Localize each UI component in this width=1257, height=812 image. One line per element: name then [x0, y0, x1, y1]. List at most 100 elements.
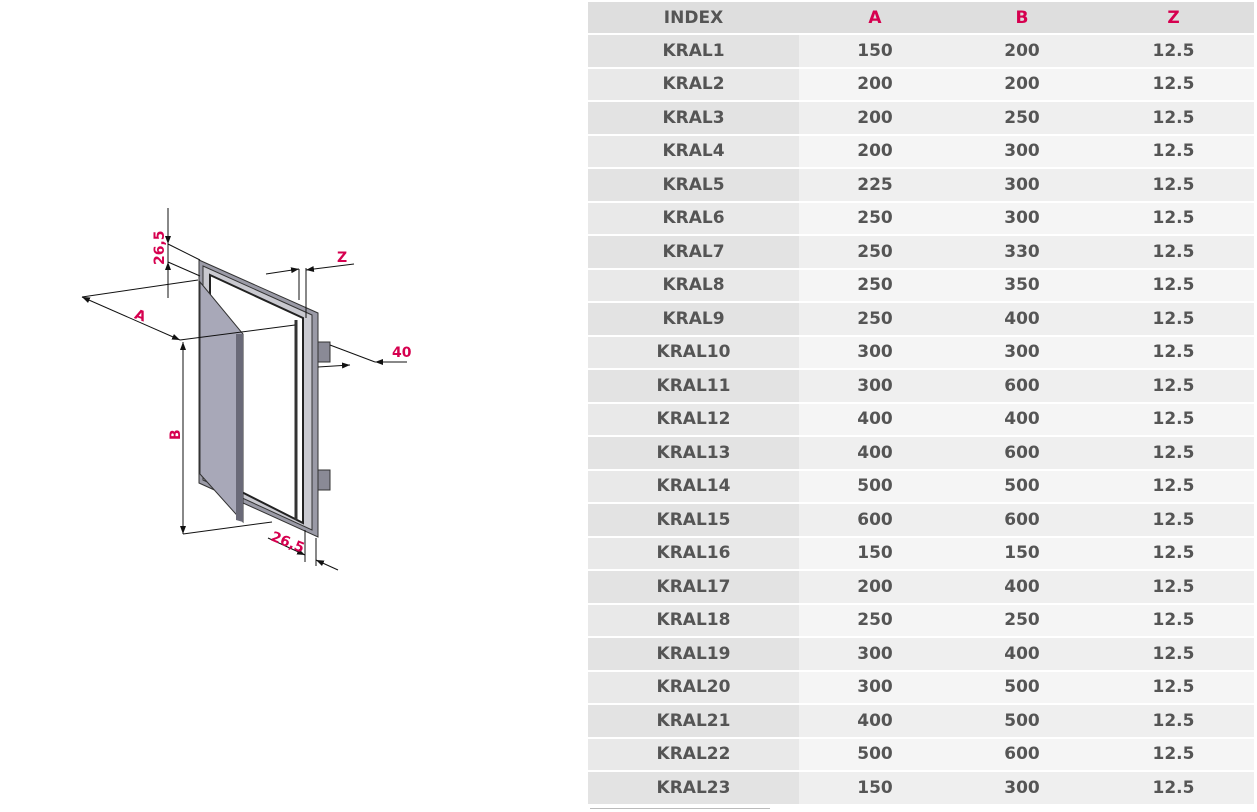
cell-index: KRAL17 [588, 570, 799, 605]
footnote-line [590, 808, 770, 809]
cell-a: 600 [799, 503, 951, 538]
cell-index: KRAL14 [588, 469, 799, 504]
cell-index: KRAL18 [588, 603, 799, 638]
cell-index: KRAL12 [588, 402, 799, 437]
cell-b: 600 [951, 436, 1093, 471]
cell-index: KRAL7 [588, 235, 799, 270]
cell-index: KRAL1 [588, 34, 799, 69]
cell-a: 150 [799, 34, 951, 69]
cell-b: 300 [951, 771, 1093, 806]
cell-z: 12.5 [1093, 737, 1254, 772]
cell-z: 12.5 [1093, 168, 1254, 203]
cell-z: 12.5 [1093, 536, 1254, 571]
cell-a: 200 [799, 570, 951, 605]
cell-b: 400 [951, 570, 1093, 605]
hinge-brackets [317, 341, 331, 491]
cell-b: 250 [951, 603, 1093, 638]
cell-z: 12.5 [1093, 402, 1254, 437]
cell-index: KRAL3 [588, 101, 799, 136]
cell-z: 12.5 [1093, 771, 1254, 806]
cell-z: 12.5 [1093, 134, 1254, 169]
cell-index: KRAL2 [588, 67, 799, 102]
dim-label-bottom-frame: 26,5 [269, 529, 307, 557]
header-index: INDEX [588, 2, 799, 35]
cell-index: KRAL4 [588, 134, 799, 169]
door-panel [199, 280, 244, 524]
cell-b: 400 [951, 402, 1093, 437]
cell-b: 150 [951, 536, 1093, 571]
cell-b: 600 [951, 369, 1093, 404]
cell-a: 200 [799, 101, 951, 136]
cell-b: 250 [951, 101, 1093, 136]
access-panel-drawing: 26,5 Z A 40 B 26,5 [81, 208, 412, 571]
cell-b: 400 [951, 302, 1093, 337]
cell-index: KRAL5 [588, 168, 799, 203]
cell-z: 12.5 [1093, 34, 1254, 69]
cell-a: 500 [799, 469, 951, 504]
cell-a: 250 [799, 302, 951, 337]
dim-label-top-frame: 26,5 [152, 230, 168, 265]
cell-a: 200 [799, 134, 951, 169]
cell-b: 500 [951, 704, 1093, 739]
cell-a: 300 [799, 369, 951, 404]
cell-a: 200 [799, 67, 951, 102]
cell-a: 300 [799, 637, 951, 672]
cell-b: 200 [951, 67, 1093, 102]
cell-z: 12.5 [1093, 469, 1254, 504]
cell-a: 150 [799, 536, 951, 571]
cell-a: 400 [799, 402, 951, 437]
table-header: INDEX A B Z [588, 2, 1254, 35]
cell-b: 500 [951, 469, 1093, 504]
cell-z: 12.5 [1093, 670, 1254, 705]
cell-a: 250 [799, 235, 951, 270]
cell-z: 12.5 [1093, 101, 1254, 136]
cell-a: 400 [799, 436, 951, 471]
dim-label-hinge: 40 [392, 345, 412, 361]
dim-label-z: Z [337, 250, 347, 266]
cell-b: 350 [951, 268, 1093, 303]
dim-label-b: B [168, 429, 184, 440]
dimension-lines [81, 208, 407, 571]
cell-index: KRAL19 [588, 637, 799, 672]
cell-index: KRAL20 [588, 670, 799, 705]
header-a: A [799, 2, 951, 35]
cell-index: KRAL13 [588, 436, 799, 471]
cell-z: 12.5 [1093, 369, 1254, 404]
cell-index: KRAL16 [588, 536, 799, 571]
cell-b: 500 [951, 670, 1093, 705]
cell-index: KRAL6 [588, 201, 799, 236]
cell-z: 12.5 [1093, 570, 1254, 605]
cell-index: KRAL9 [588, 302, 799, 337]
cell-z: 12.5 [1093, 436, 1254, 471]
cell-index: KRAL10 [588, 335, 799, 370]
cell-b: 300 [951, 201, 1093, 236]
cell-a: 300 [799, 670, 951, 705]
cell-z: 12.5 [1093, 335, 1254, 370]
cell-index: KRAL21 [588, 704, 799, 739]
cell-z: 12.5 [1093, 302, 1254, 337]
cell-index: KRAL23 [588, 771, 799, 806]
cell-b: 300 [951, 335, 1093, 370]
cell-a: 250 [799, 268, 951, 303]
cell-z: 12.5 [1093, 637, 1254, 672]
